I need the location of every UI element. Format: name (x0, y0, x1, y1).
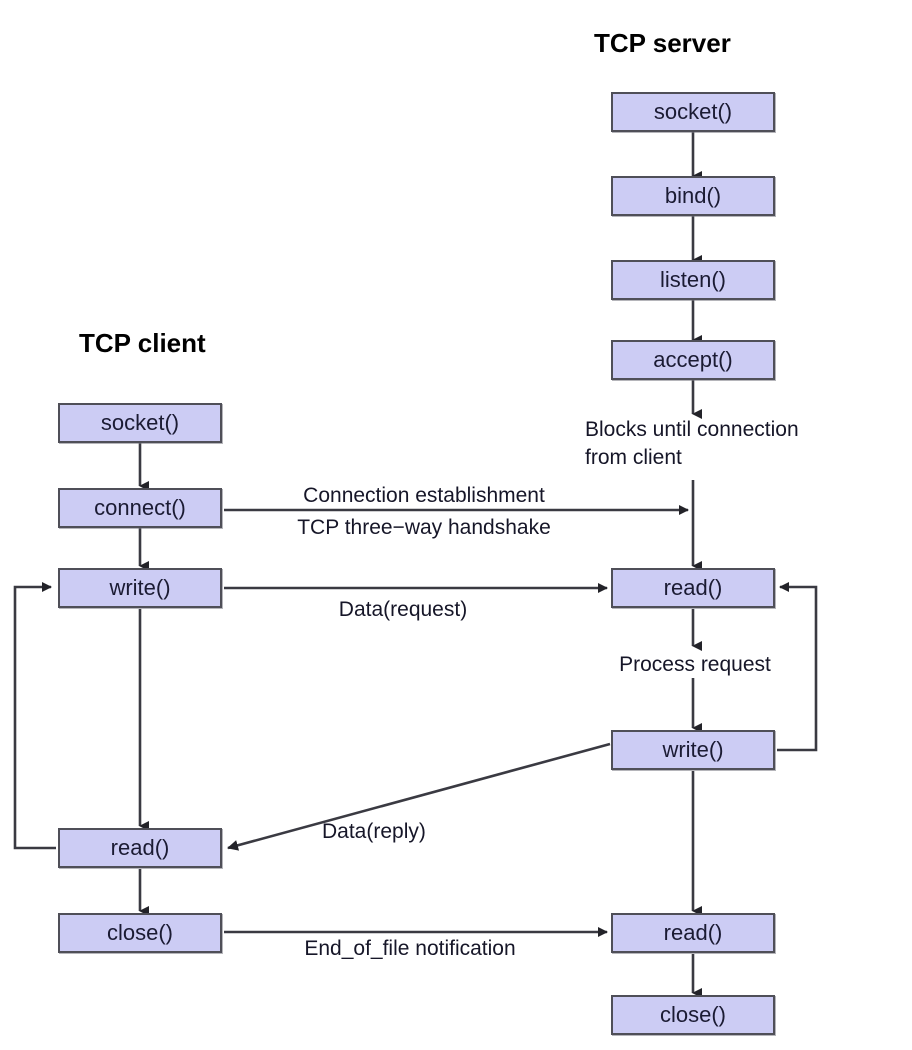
client-column-title: TCP client (79, 328, 206, 358)
client-node-read[interactable]: read() (58, 828, 222, 868)
server-node-socket[interactable]: socket() (611, 92, 775, 132)
annotation-data-reply: Data(reply) (322, 820, 426, 843)
server-node-write-reply[interactable]: write() (611, 730, 775, 770)
annotation-process-request: Process request (619, 653, 771, 676)
edge-server-loop-write-to-read (777, 582, 818, 752)
server-node-close[interactable]: close() (611, 995, 775, 1035)
client-node-write[interactable]: write() (58, 568, 222, 608)
annotation-connection-establishment: Connection establishment (303, 484, 545, 507)
annotation-blocks-until-connection-line1: Blocks until connection (585, 418, 799, 441)
server-node-listen[interactable]: listen() (611, 260, 775, 300)
annotation-blocks-until-connection-line2: from client (585, 446, 682, 469)
server-column-title: TCP server (594, 28, 731, 58)
client-node-connect[interactable]: connect() (58, 488, 222, 528)
client-node-close[interactable]: close() (58, 913, 222, 953)
server-node-accept[interactable]: accept() (611, 340, 775, 380)
client-node-socket[interactable]: socket() (58, 403, 222, 443)
edge-data-reply (227, 742, 611, 851)
edge-client-loop-read-to-write (13, 582, 56, 850)
server-node-bind[interactable]: bind() (611, 176, 775, 216)
annotation-tcp-three-way-handshake: TCP three−way handshake (297, 516, 551, 539)
annotation-data-request: Data(request) (338, 598, 468, 621)
server-node-read-eof[interactable]: read() (611, 913, 775, 953)
annotation-end-of-file-notification: End_of_file notification (304, 937, 516, 960)
server-node-read-request[interactable]: read() (611, 568, 775, 608)
